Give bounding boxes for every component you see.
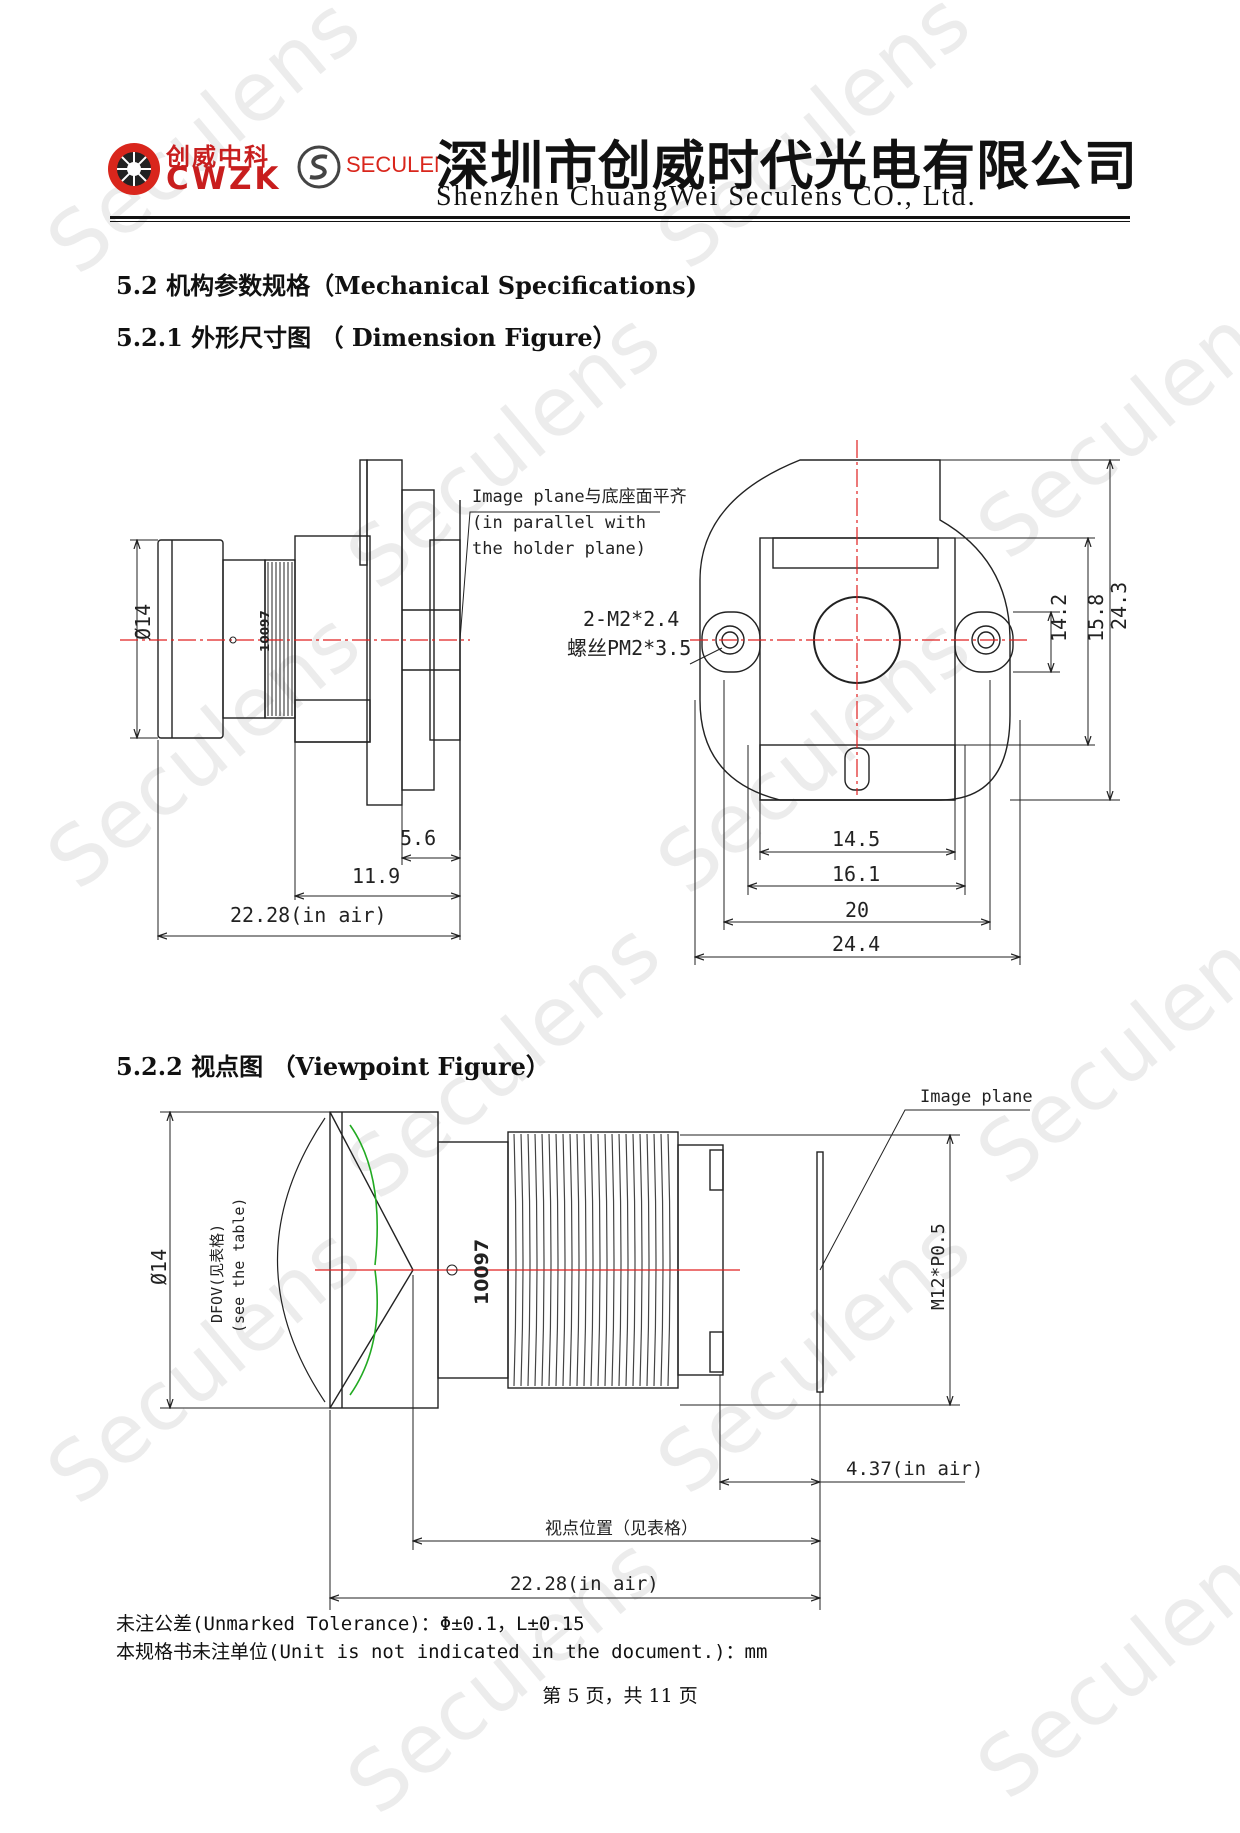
cwzk-logo-icon	[108, 143, 160, 195]
thread-stripe	[513, 1133, 517, 1387]
dim-14-5: 14.5	[832, 827, 880, 851]
dim-24-4: 24.4	[832, 932, 880, 956]
thread-stripe	[597, 1133, 601, 1387]
thread-stripe	[653, 1133, 657, 1387]
thread-stripe	[555, 1133, 559, 1387]
company-chinese-name: 深圳市创威时代光电有限公司	[436, 136, 1138, 197]
dim-22-28-in-air: 22.28(in air)	[230, 903, 387, 927]
section-title-viewpoint: 5.2.2 视点图 （Viewpoint Figure）	[116, 1052, 550, 1081]
image-plane-note-line: (in parallel with	[472, 513, 646, 533]
cwzk-english-name: CWZK	[166, 161, 282, 197]
section-title-dimension: 5.2.1 外形尺寸图 （ Dimension Figure）	[116, 323, 617, 352]
thread-stripe	[611, 1133, 615, 1387]
image-plane-label: Image plane	[920, 1087, 1033, 1107]
viewpoint-figure: 10097 Image plane Ø14 DFOV(见表格) (see the…	[147, 1087, 1033, 1610]
thread-stripe	[660, 1133, 664, 1387]
dim-11-9: 11.9	[352, 864, 400, 888]
thread-stripe	[569, 1133, 573, 1387]
thread-stripe	[639, 1133, 643, 1387]
dim-15-8: 15.8	[1084, 594, 1108, 642]
cwzk-chinese-name: 创威中科	[166, 142, 270, 171]
thread-stripe	[583, 1133, 587, 1387]
thread-stripe	[667, 1133, 671, 1387]
thread-stripe	[590, 1133, 594, 1387]
thread-stripe	[520, 1133, 524, 1387]
image-plane-note-line: the holder plane)	[472, 539, 646, 559]
dimension-figure: 10097	[120, 440, 1131, 965]
header-rule	[110, 216, 1130, 219]
screw-ear-left	[701, 611, 761, 673]
thread-stripe	[562, 1133, 566, 1387]
thread-stripe	[646, 1133, 650, 1387]
thread-lines	[513, 1133, 671, 1387]
dim-diameter-14: Ø14	[131, 604, 155, 640]
lens-marking: 10097	[471, 1239, 493, 1305]
image-plane-note-line: Image plane与底座面平齐	[472, 487, 687, 507]
unit-note: 本规格书未注单位(Unit is not indicated in the do…	[116, 1641, 768, 1663]
thread-stripe	[632, 1133, 636, 1387]
dim-24-3: 24.3	[1107, 582, 1131, 630]
seculens-logo-icon	[297, 145, 341, 189]
header-rule	[110, 221, 1130, 222]
thread-stripe	[534, 1133, 538, 1387]
dim-5-6: 5.6	[400, 826, 436, 850]
thread-stripe	[625, 1133, 629, 1387]
company-english-name: Shenzhen ChuangWei Seculens CO., Ltd.	[436, 181, 977, 212]
dim-diameter-14: Ø14	[147, 1249, 171, 1285]
page-number: 第 5 页，共 11 页	[542, 1685, 698, 1707]
thread-stripe	[604, 1133, 608, 1387]
thread-stripe	[618, 1133, 622, 1387]
viewpoint-front-barrel	[329, 1111, 439, 1409]
tolerance-note: 未注公差(Unmarked Tolerance)：Φ±0.1，L±0.15	[116, 1613, 585, 1635]
thread-spec: M12*P0.5	[928, 1223, 949, 1310]
thread-stripe	[541, 1133, 545, 1387]
dim-14-2: 14.2	[1047, 594, 1071, 642]
screw-spec: 螺丝PM2*3.5	[567, 636, 691, 660]
dim-4-37-in-air: 4.37(in air)	[846, 1458, 983, 1480]
dim-22-28-in-air: 22.28(in air)	[510, 1573, 659, 1595]
section-title-mechanical: 5.2 机构参数规格（Mechanical Specifications)	[116, 271, 698, 300]
lens-marking: 10097	[258, 610, 272, 652]
screw-spec: 2-M2*2.4	[583, 607, 679, 631]
thread-stripe	[548, 1133, 552, 1387]
thread-stripe	[576, 1133, 580, 1387]
thread-stripe	[527, 1133, 531, 1387]
screw-ear-right	[954, 611, 1014, 673]
dfov-label: DFOV(见表格)	[208, 1224, 226, 1323]
seculens-logo-text: SECULENS	[346, 152, 438, 177]
dim-20: 20	[845, 898, 869, 922]
dfov-label: (see the table)	[230, 1198, 248, 1333]
image-plane-plate	[816, 1151, 824, 1393]
dim-16-1: 16.1	[832, 862, 880, 886]
viewpoint-position-label: 视点位置（见表格）	[545, 1519, 698, 1539]
